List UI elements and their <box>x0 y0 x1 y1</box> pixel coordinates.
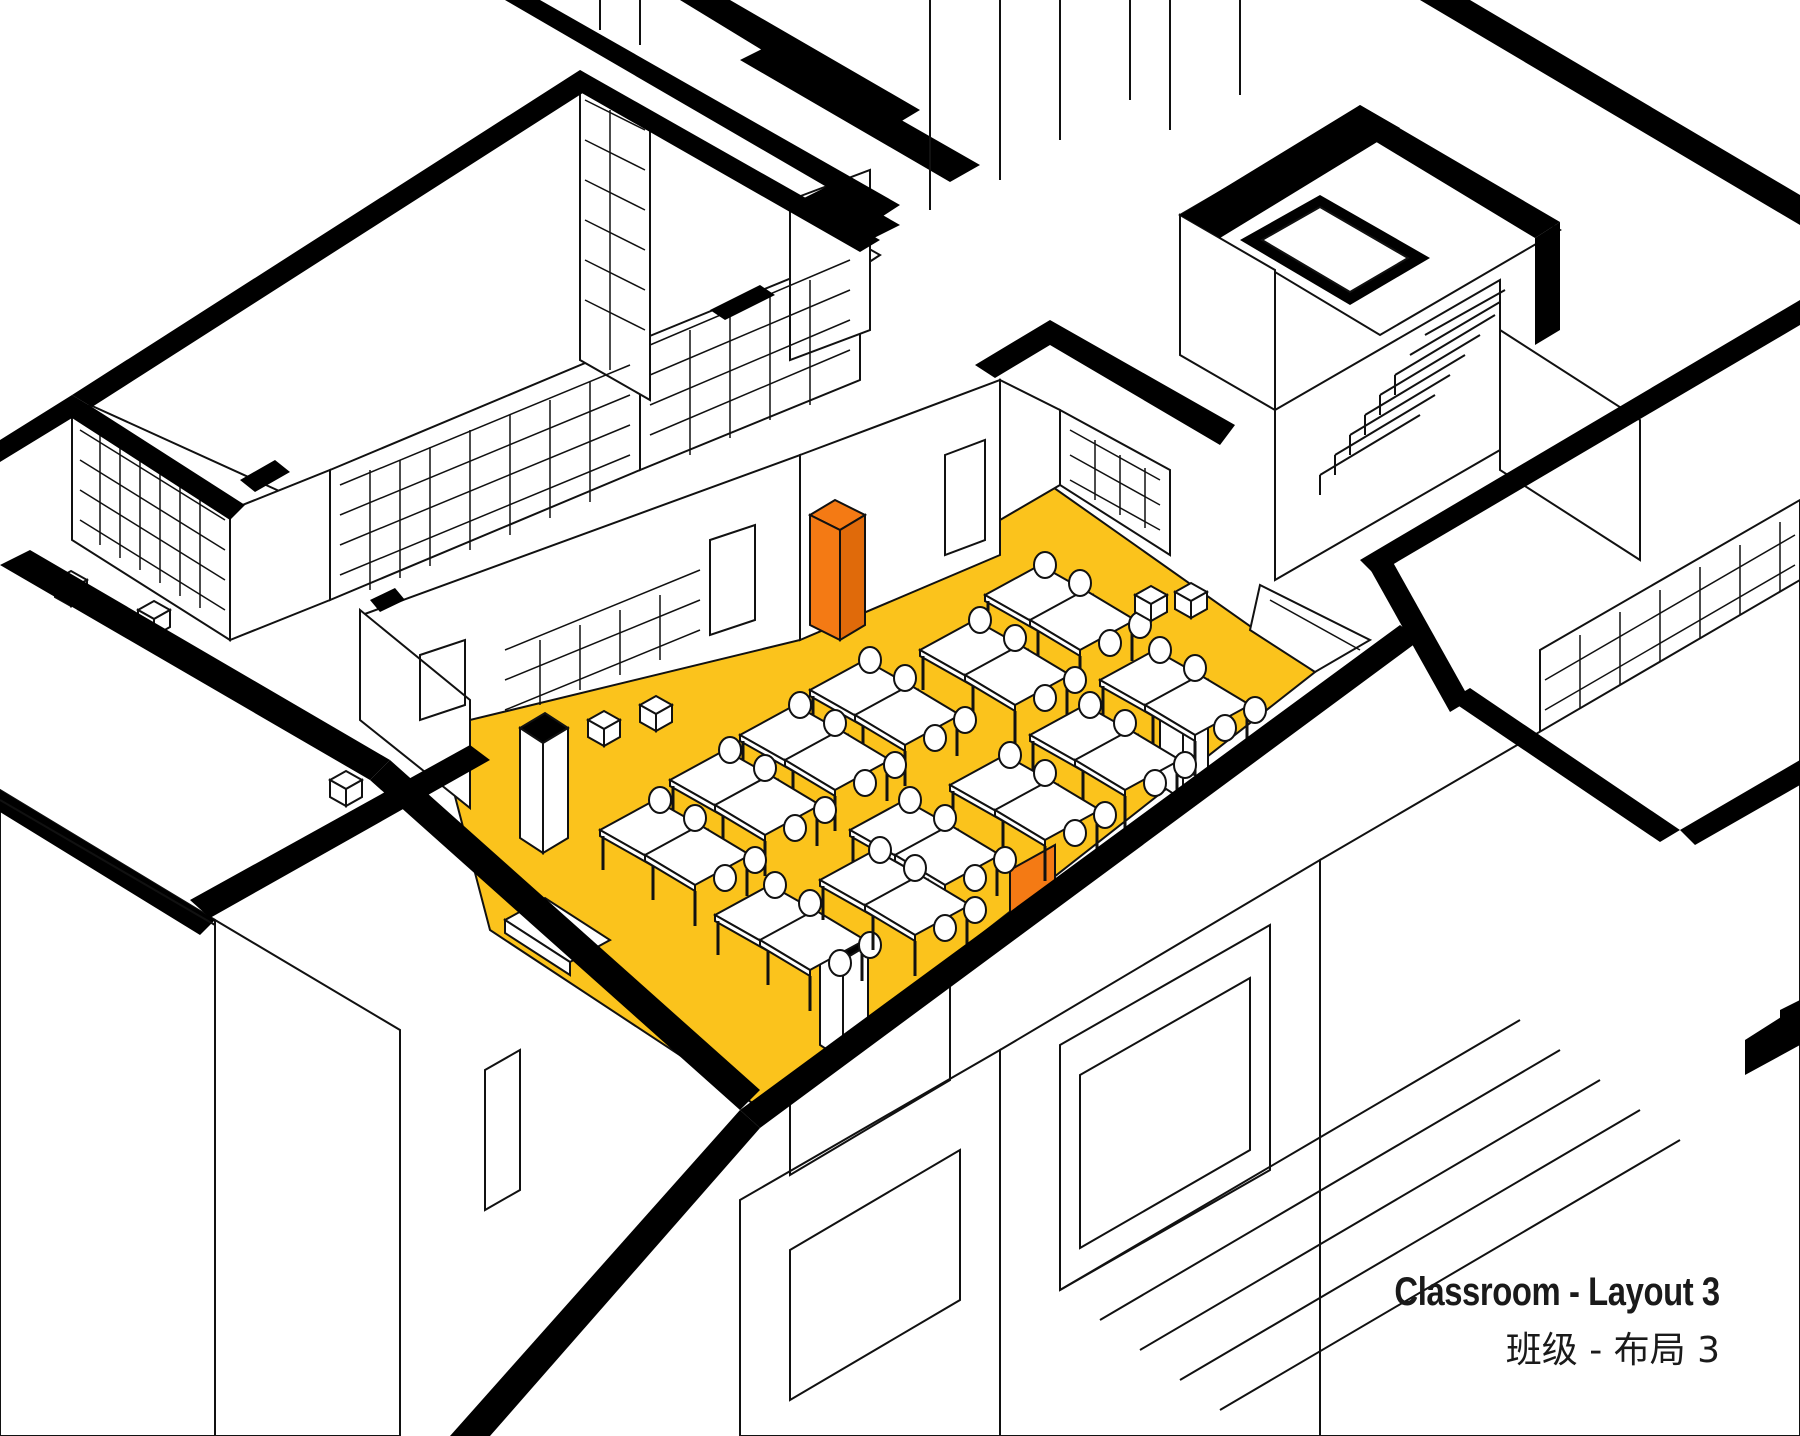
stair-core-walls <box>1180 105 1560 345</box>
classroom-doors <box>419 438 986 722</box>
storage-column-left <box>518 711 570 855</box>
stair-treads <box>1319 289 1506 495</box>
stool <box>1174 582 1208 619</box>
caption-subtitle: 班级 - 布局 3 <box>1505 1330 1720 1371</box>
caption-title: Classroom - Layout 3 <box>1394 1270 1721 1314</box>
edge-lines <box>0 0 1321 1436</box>
caption: Classroom - Layout 3 班级 - 布局 3 <box>1323 1270 1721 1373</box>
stool <box>1134 585 1168 622</box>
classroom-shelf-lines <box>504 429 1361 711</box>
orange-storage-cabinet <box>807 498 868 642</box>
stool <box>639 695 673 732</box>
front-volumes <box>0 578 1800 1436</box>
stool <box>587 710 621 747</box>
stair-inner-void <box>1260 205 1410 294</box>
stool <box>329 770 363 807</box>
